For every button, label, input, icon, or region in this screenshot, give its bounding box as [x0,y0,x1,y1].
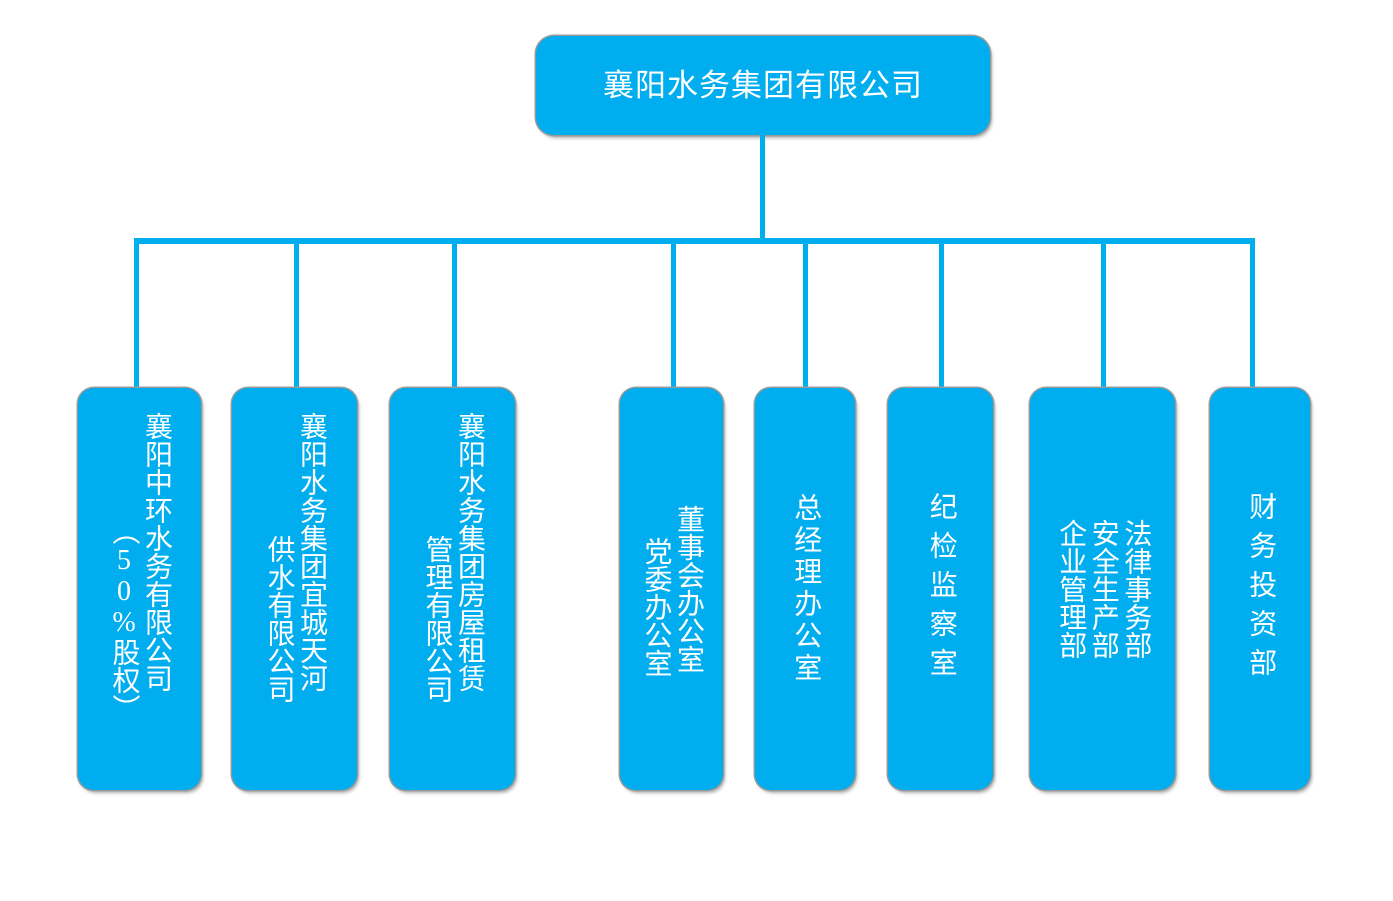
child-node-3-column-2: 管理有限公司 [421,535,453,703]
child-node-1-column-2: （50%股权） [108,516,140,722]
connector-horizontal-bus [134,238,1255,244]
child-node-5-column-1: 总经理办公室 [790,493,822,685]
child-node-legal-safety-enterprise-management[interactable]: 法律事务部 安全生产部 企业管理部 [1030,388,1175,790]
child-node-7-column-3: 企业管理部 [1055,519,1087,659]
child-node-finance-and-investment[interactable]: 财务投资部 [1210,388,1310,790]
connector-drop-3 [452,238,457,388]
connector-drop-7 [1101,238,1106,388]
child-node-2-column-1: 襄阳水务集团宜城天河 [296,412,328,692]
connector-drop-8 [1250,238,1255,388]
connector-drop-2 [294,238,299,388]
child-node-3-column-1: 襄阳水务集团房屋租赁 [454,412,486,692]
child-node-board-and-party-committee-office[interactable]: 董事会办公室 党委办公室 [620,388,723,790]
child-node-6-column-1: 纪检监察室 [925,491,957,687]
child-node-yicheng-tianhe-water-supply[interactable]: 襄阳水务集团宜城天河 供水有限公司 [232,388,357,790]
child-node-8-column-1: 财务投资部 [1245,491,1277,687]
child-node-xiangyang-zhonghuan-water[interactable]: 襄阳中环水务有限公司 （50%股权） [78,388,201,790]
connector-root-stem [760,135,765,243]
child-node-housing-lease-management[interactable]: 襄阳水务集团房屋租赁 管理有限公司 [390,388,515,790]
child-node-2-column-2: 供水有限公司 [263,535,295,703]
connector-drop-5 [803,238,808,388]
child-node-4-column-1: 董事会办公室 [673,505,705,673]
child-node-4-column-2: 党委办公室 [640,537,672,677]
child-node-general-manager-office[interactable]: 总经理办公室 [755,388,855,790]
connector-drop-1 [134,238,139,388]
child-node-7-column-1: 法律事务部 [1120,519,1152,659]
root-node-xiangyang-water-group[interactable]: 襄阳水务集团有限公司 [536,36,990,135]
child-node-1-column-1: 襄阳中环水务有限公司 [141,412,173,692]
connector-drop-6 [939,238,944,388]
connector-drop-4 [671,238,676,388]
root-node-label: 襄阳水务集团有限公司 [603,68,923,103]
child-node-discipline-inspection-office[interactable]: 纪检监察室 [888,388,993,790]
child-node-7-column-2: 安全生产部 [1087,519,1119,659]
